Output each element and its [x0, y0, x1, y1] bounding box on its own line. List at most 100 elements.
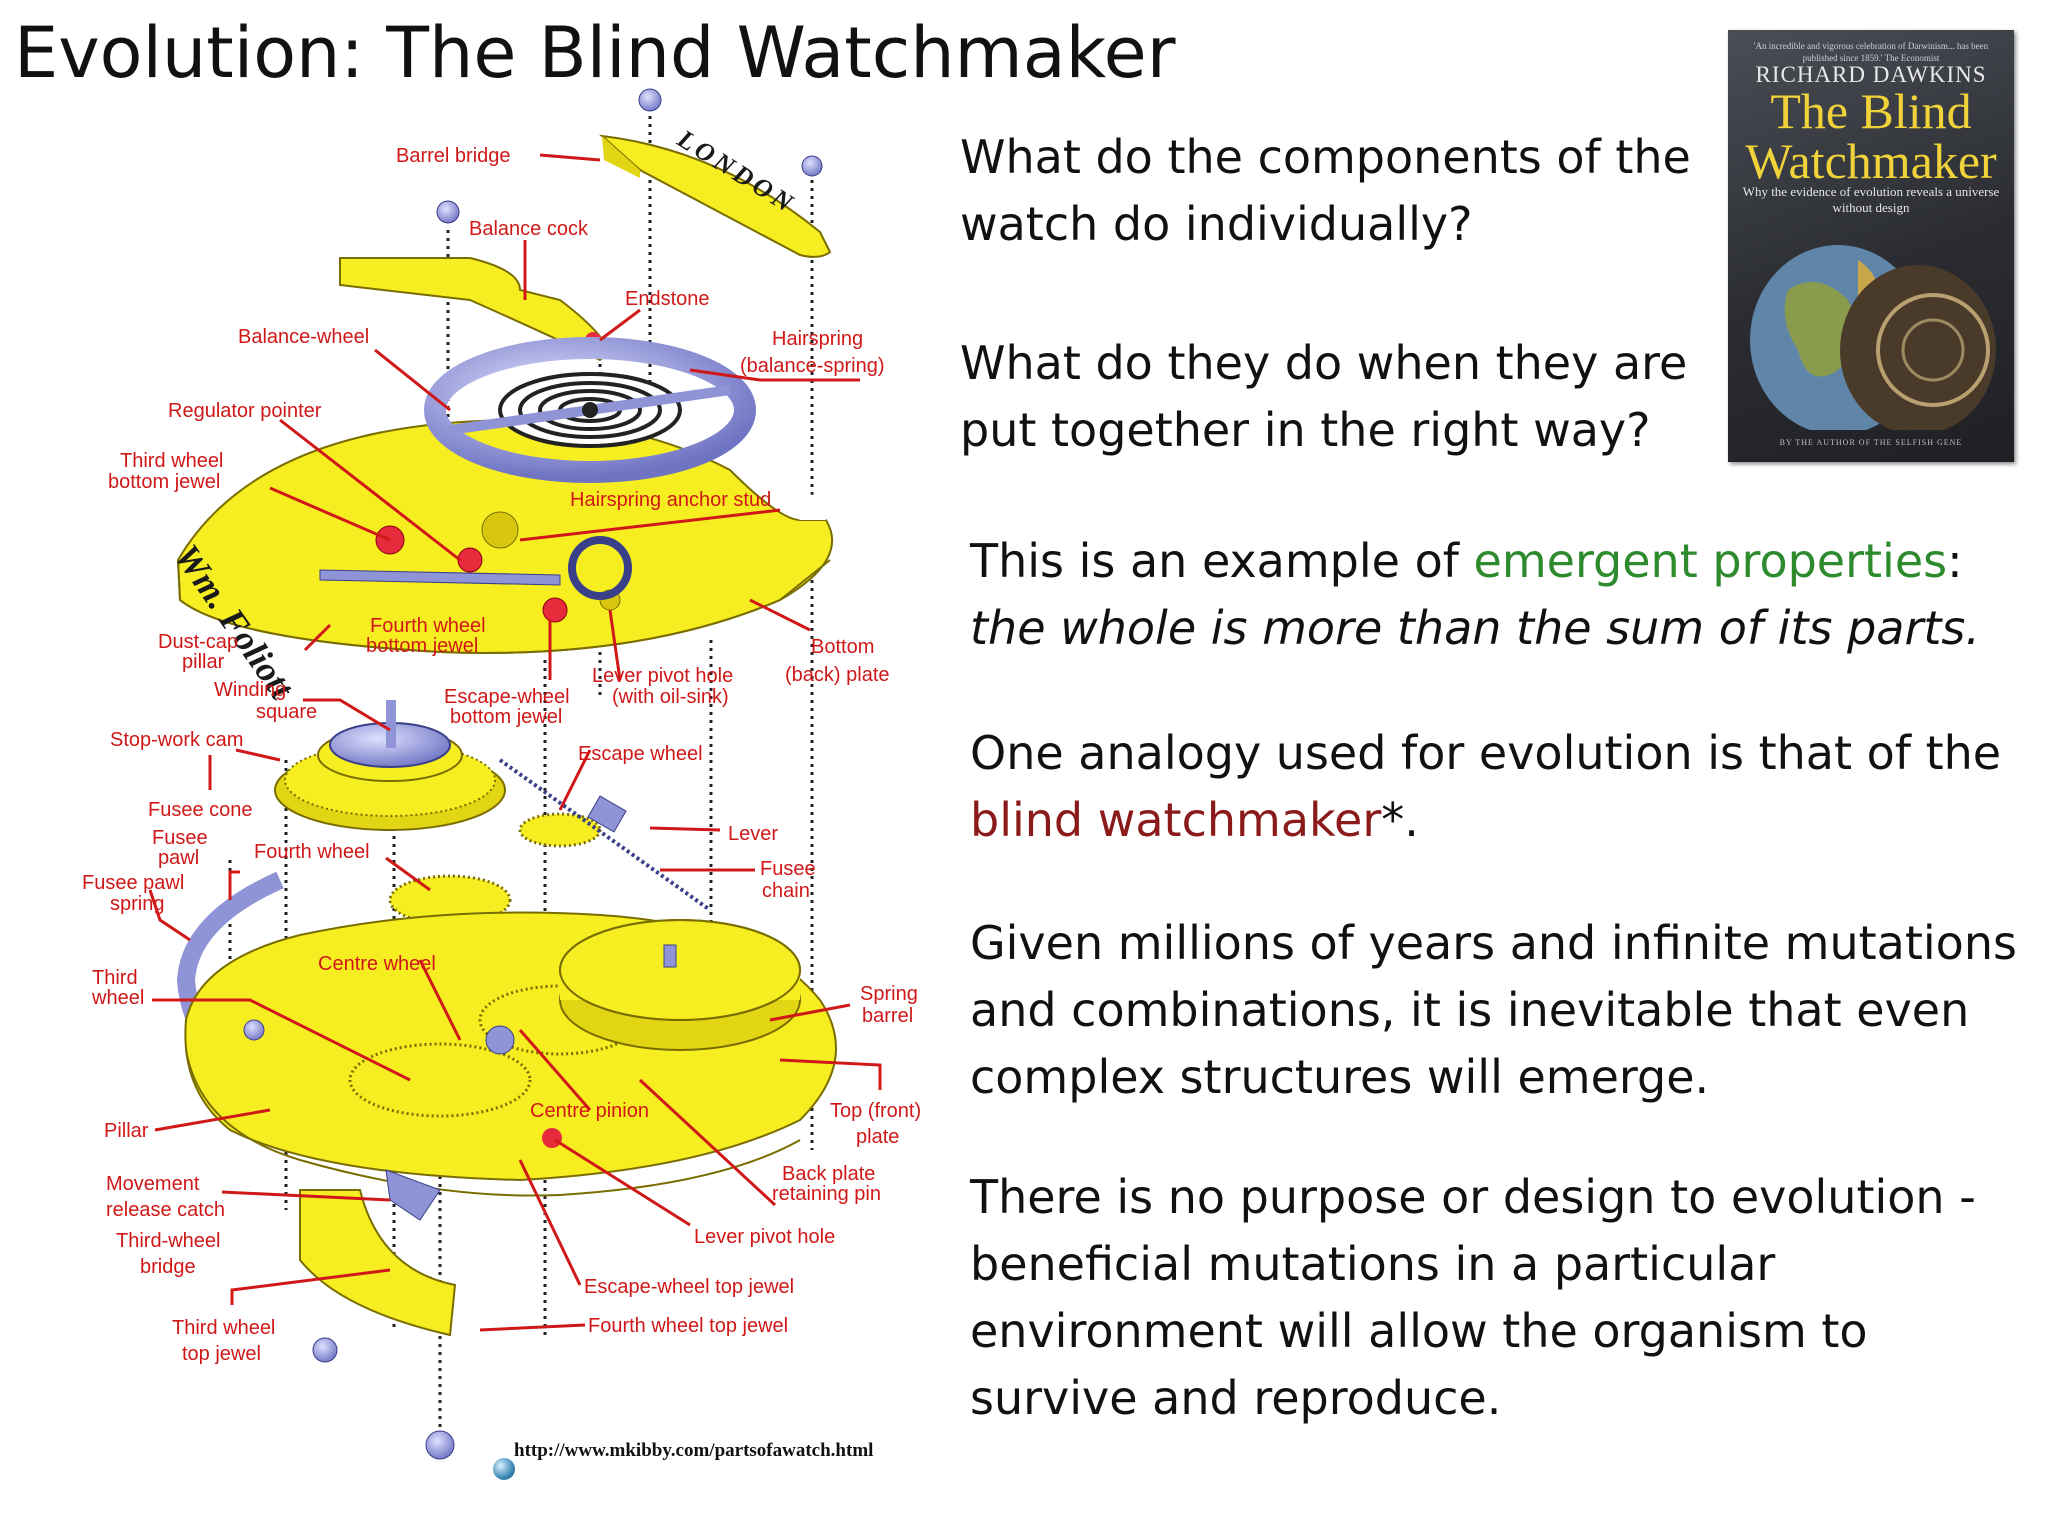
label-escape-wheel: Escape wheel — [578, 743, 703, 765]
label-escape-wheel-bottom-jewel-sub: bottom jewel — [450, 706, 562, 728]
question-together: What do they do when they are put togeth… — [960, 330, 1687, 464]
label-fourth-wheel: Fourth wheel — [254, 841, 370, 863]
fusee-wheel-assembly — [274, 700, 712, 926]
label-movement-release-catch-sub: release catch — [106, 1199, 225, 1221]
paragraph-analogy-suffix: *. — [1381, 793, 1419, 847]
label-lever-pivot-hole-oil: Lever pivot hole — [592, 665, 733, 687]
spring-barrel — [559, 919, 801, 1051]
label-endstone: Endstone — [625, 288, 710, 310]
paragraph-purpose-line2: beneficial mutations in a particular — [970, 1237, 1776, 1291]
globe-icon — [493, 1458, 515, 1480]
label-third-wheel-top-jewel: Third wheel — [172, 1317, 275, 1339]
emergent-properties-highlight: emergent properties — [1473, 534, 1948, 588]
label-fusee-pawl-spring-sub: spring — [110, 893, 164, 915]
label-hairspring-anchor-stud: Hairspring anchor stud — [570, 489, 771, 511]
label-fusee-pawl: Fusee — [152, 827, 208, 849]
paragraph-analogy: One analogy used for evolution is that o… — [970, 720, 2001, 854]
slide-title: Evolution: The Blind Watchmaker — [14, 12, 1176, 94]
paragraph-millions: Given millions of years and infinite mut… — [970, 910, 2017, 1111]
book-cover-top-note: 'An incredible and vigorous celebration … — [1753, 41, 1989, 63]
third-wheel-bridge — [299, 1169, 457, 1337]
label-escape-wheel-top-jewel: Escape-wheel top jewel — [584, 1276, 794, 1298]
label-back-plate-pin: Back plate — [782, 1163, 875, 1185]
label-bottom-plate: Bottom — [811, 636, 874, 658]
paragraph-emergent-line1: This is an example of emergent propertie… — [970, 528, 1980, 595]
label-balance-wheel: Balance-wheel — [238, 326, 369, 348]
question-components: What do the components of the watch do i… — [960, 124, 1691, 258]
label-top-plate-sub: plate — [856, 1126, 899, 1148]
label-fusee-pawl-sub: pawl — [158, 847, 199, 869]
label-winding-square: Winding — [214, 679, 286, 701]
label-bottom-plate-sub: (back) plate — [785, 664, 890, 686]
label-balance-cock: Balance cock — [469, 218, 589, 240]
screws — [243, 88, 823, 1460]
label-third-wheel-bridge-sub: bridge — [140, 1256, 196, 1278]
diagram-labels: Barrel bridge Balance cock Endstone Bala… — [82, 145, 921, 1365]
blind-watchmaker-highlight: blind watchmaker — [970, 793, 1382, 847]
label-third-wheel-sub: wheel — [91, 987, 144, 1009]
book-cover-author: RICHARD DAWKINS — [1755, 62, 1987, 87]
label-third-wheel-bridge: Third-wheel — [116, 1230, 220, 1252]
label-fusee-cone: Fusee cone — [148, 799, 253, 821]
label-fusee-chain-sub: chain — [762, 880, 810, 902]
label-third-wheel-bottom-jewel: Third wheel — [120, 450, 223, 472]
paragraph-purpose-line1: There is no purpose or design to evoluti… — [970, 1170, 1976, 1224]
label-back-plate-pin-sub: retaining pin — [772, 1183, 881, 1205]
label-top-plate: Top (front) — [830, 1100, 921, 1122]
question-components-line1: What do the components of the — [960, 130, 1691, 184]
label-fourth-wheel-bottom-jewel: Fourth wheel — [370, 615, 486, 637]
label-barrel-bridge: Barrel bridge — [396, 145, 511, 167]
label-third-wheel-bottom-jewel-sub: bottom jewel — [108, 471, 220, 493]
label-fusee-pawl-spring: Fusee pawl — [82, 872, 184, 894]
paragraph-analogy-line2: blind watchmaker*. — [970, 787, 2001, 854]
book-cover-subtitle: Why the evidence of evolution reveals a … — [1742, 184, 2000, 215]
paragraph-emergent: This is an example of emergent propertie… — [970, 528, 1980, 662]
question-together-line2: put together in the right way? — [960, 403, 1651, 457]
label-third-wheel-top-jewel-sub: top jewel — [182, 1343, 261, 1365]
book-cover-bottom-note: BY THE AUTHOR OF THE SELFISH GENE — [1779, 438, 1963, 447]
label-fourth-wheel-bottom-jewel-sub: bottom jewel — [366, 635, 478, 657]
label-regulator-pointer: Regulator pointer — [168, 400, 322, 422]
paragraph-emergent-line2: the whole is more than the sum of its pa… — [970, 601, 1981, 655]
label-fourth-wheel-top-jewel: Fourth wheel top jewel — [588, 1315, 788, 1337]
book-cover-title-line1: The Blind — [1770, 83, 1972, 139]
label-centre-wheel: Centre wheel — [318, 953, 436, 975]
paragraph-emergent-lead: This is an example of — [970, 534, 1474, 588]
paragraph-purpose-line3: environment will allow the organism to — [970, 1304, 1868, 1358]
paragraph-analogy-line1: One analogy used for evolution is that o… — [970, 726, 2002, 780]
label-hairspring: Hairspring — [772, 328, 863, 350]
label-hairspring-sub: (balance-spring) — [740, 355, 885, 377]
label-fusee-chain: Fusee — [760, 858, 816, 880]
label-lever: Lever — [728, 823, 778, 845]
book-cover-title: The Blind Watchmaker — [1728, 86, 2014, 186]
label-dust-cap-pillar-sub: pillar — [182, 651, 225, 673]
paragraph-purpose: There is no purpose or design to evoluti… — [970, 1164, 1976, 1432]
book-cover: 'An incredible and vigorous celebration … — [1728, 30, 2014, 462]
label-spring-barrel: Spring — [860, 983, 918, 1005]
label-dust-cap-pillar: Dust-cap — [158, 631, 238, 653]
label-pillar: Pillar — [104, 1120, 149, 1142]
paragraph-millions-line3: complex structures will emerge. — [970, 1050, 1710, 1104]
book-cover-title-line2: Watchmaker — [1745, 133, 1997, 189]
label-escape-wheel-bottom-jewel: Escape-wheel — [444, 686, 570, 708]
label-winding-square-sub: square — [256, 701, 317, 723]
paragraph-millions-line1: Given millions of years and infinite mut… — [970, 916, 2017, 970]
label-lever-pivot-hole-oil-sub: (with oil-sink) — [612, 686, 729, 708]
question-together-line1: What do they do when they are — [960, 336, 1688, 390]
source-url: http://www.mkibby.com/partsofawatch.html — [514, 1440, 874, 1461]
label-stop-work-cam: Stop-work cam — [110, 729, 243, 751]
label-spring-barrel-sub: barrel — [862, 1005, 913, 1027]
label-third-wheel: Third — [92, 967, 138, 989]
leader-lines — [148, 153, 882, 1332]
label-lever-pivot-hole: Lever pivot hole — [694, 1226, 835, 1248]
paragraph-purpose-line4: survive and reproduce. — [970, 1371, 1502, 1425]
barrel-bridge — [598, 134, 832, 258]
label-movement-release-catch: Movement — [106, 1173, 200, 1195]
label-centre-pinion: Centre pinion — [530, 1100, 649, 1122]
balance-wheel — [424, 337, 756, 483]
paragraph-emergent-colon: : — [1947, 534, 1963, 588]
question-components-line2: watch do individually? — [960, 197, 1473, 251]
paragraph-millions-line2: and combinations, it is inevitable that … — [970, 983, 1970, 1037]
globe-egg-illustration — [1750, 245, 1996, 430]
